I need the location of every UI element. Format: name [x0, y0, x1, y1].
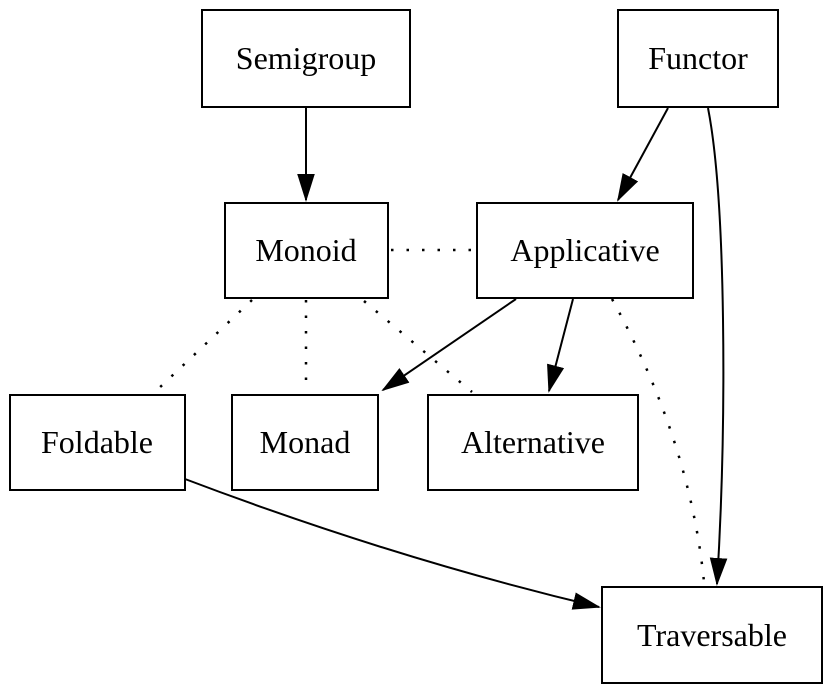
node-traversable-label: Traversable: [637, 617, 787, 653]
edge-functor-applicative: [617, 107, 669, 202]
node-monad-box: [231, 394, 379, 491]
edge-applicative-alternative: [547, 298, 574, 393]
node-foldable: Foldable: [9, 394, 186, 491]
node-traversable: Traversable: [601, 586, 823, 684]
node-monoid: Monoid: [224, 202, 389, 299]
node-alternative: Alternative: [427, 394, 639, 491]
node-applicative: Applicative: [476, 202, 694, 299]
node-functor-label: Functor: [648, 40, 748, 76]
node-functor: Functor: [617, 9, 779, 108]
node-traversable-box: [601, 586, 823, 684]
node-monad: Monad: [231, 394, 379, 491]
node-alternative-label: Alternative: [461, 424, 605, 460]
node-foldable-label: Foldable: [41, 424, 153, 460]
edge-monoid-alternative-dotted: [363, 300, 473, 393]
node-foldable-box: [9, 394, 186, 491]
node-semigroup-label: Semigroup: [236, 40, 376, 76]
node-monoid-label: Monoid: [255, 232, 356, 268]
node-monad-label: Monad: [260, 424, 351, 460]
node-semigroup: Semigroup: [201, 9, 411, 108]
edge-monoid-foldable-dotted: [155, 299, 253, 392]
node-alternative-box: [427, 394, 639, 491]
node-applicative-label: Applicative: [510, 232, 659, 268]
edge-applicative-monad: [381, 298, 517, 392]
node-functor-box: [617, 9, 779, 108]
node-semigroup-box: [201, 9, 411, 108]
node-applicative-box: [476, 202, 694, 299]
node-monoid-box: [224, 202, 389, 299]
edge-functor-traversable: [707, 107, 728, 586]
edge-foldable-traversable: [184, 478, 601, 610]
